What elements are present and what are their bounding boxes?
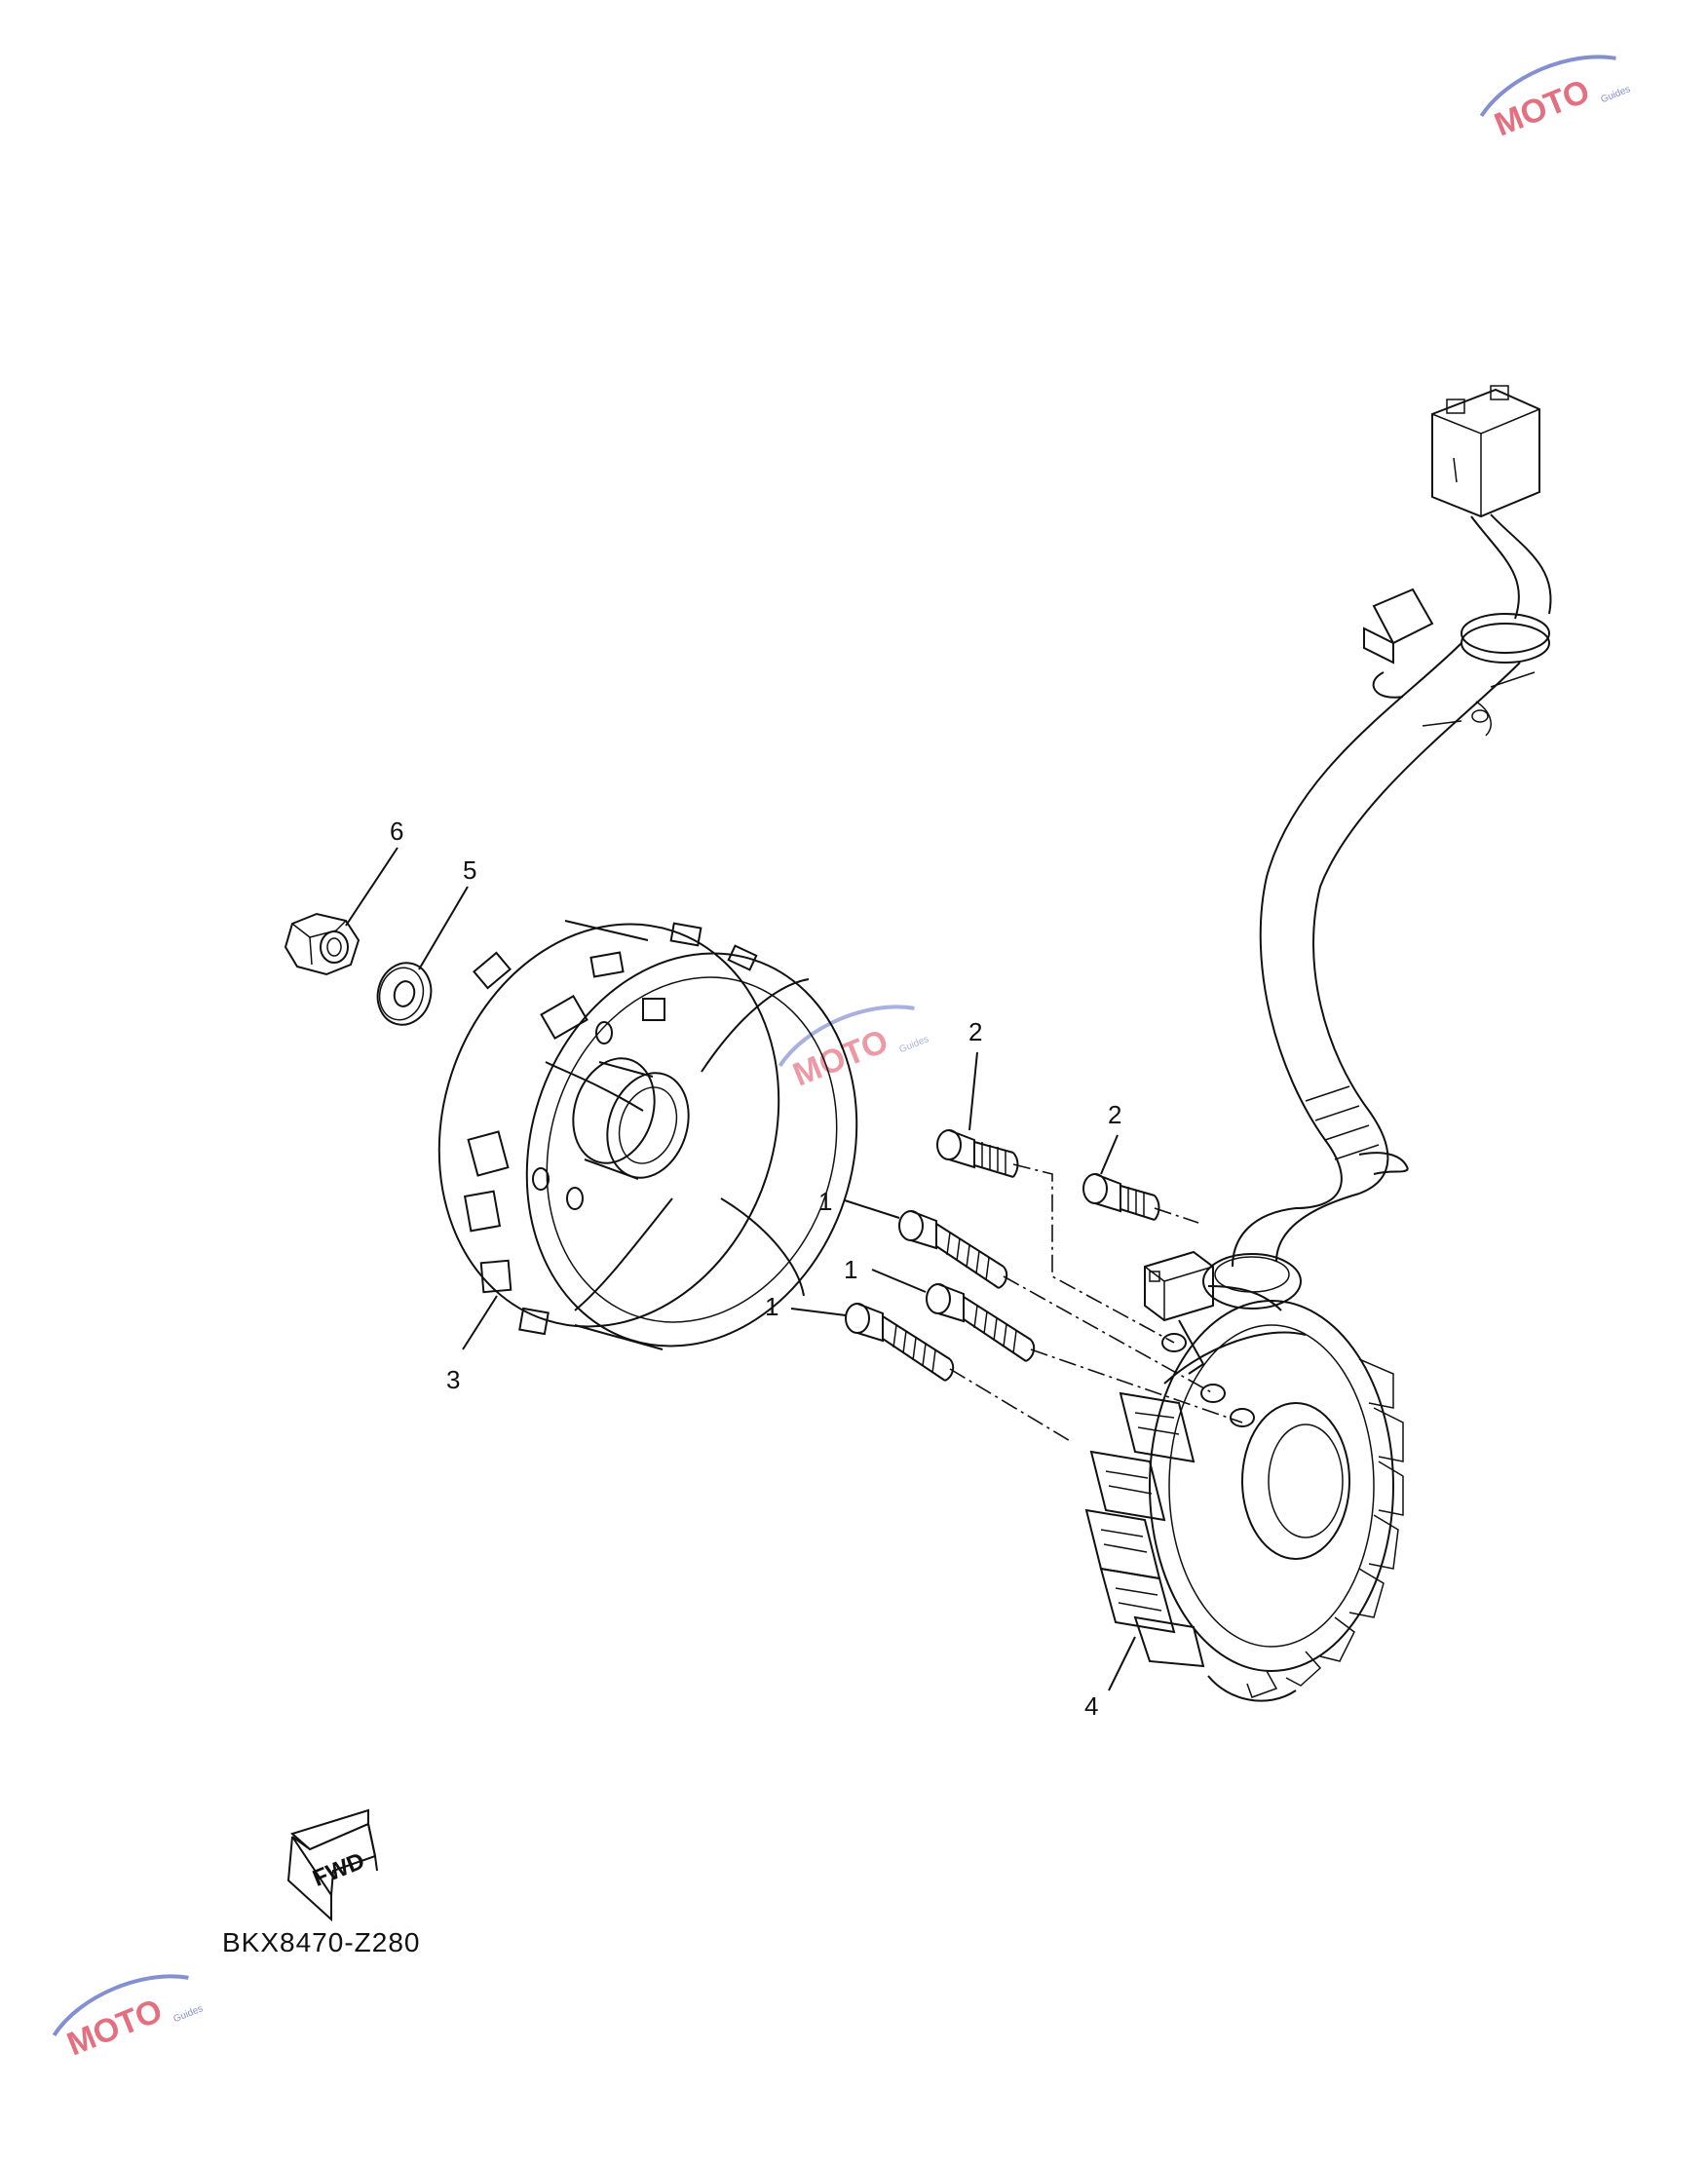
washer: [376, 962, 433, 1026]
watermark-sub: Guides: [172, 2003, 206, 2025]
fwd-arrow: FWD: [286, 1808, 378, 1922]
callout-washer: 5: [463, 855, 476, 885]
flange-nut: [284, 912, 361, 976]
part-code: BKX8470-Z280: [222, 1927, 420, 1957]
harness-connector: [1431, 385, 1540, 518]
rotor-flywheel: [437, 920, 858, 1350]
callout-bolt-bottom: 1: [765, 1292, 778, 1321]
watermark-brand: MOTO: [788, 1022, 893, 1093]
fwd-label: FWD: [309, 1847, 368, 1892]
bolt-top: [898, 1210, 1008, 1289]
callout-screw-upper: 2: [968, 1017, 982, 1046]
watermark-logo-bottom: MOTO Guides: [52, 1974, 206, 2064]
wire-harness: [1202, 385, 1552, 1310]
callout-stator: 4: [1084, 1691, 1098, 1721]
screw-upper: [936, 1129, 1019, 1178]
bolt-middle: [926, 1283, 1036, 1362]
watermark-sub: Guides: [1600, 84, 1633, 105]
alignment-lines: [949, 1163, 1243, 1443]
callout-nut: 6: [390, 816, 403, 846]
watermark-logo-top: MOTO Guides: [1479, 55, 1633, 144]
harness-clip: [1363, 588, 1434, 699]
stator-connector: [1144, 1250, 1214, 1375]
bolt-bottom: [845, 1303, 955, 1382]
callout-rotor: 3: [446, 1365, 460, 1394]
watermark-logo-middle: MOTO Guides: [778, 1005, 931, 1094]
watermark-sub: Guides: [898, 1034, 931, 1055]
watermark-brand: MOTO: [1490, 72, 1595, 143]
screw-lower: [1082, 1173, 1160, 1221]
callout-bolt-top: 1: [818, 1187, 832, 1216]
watermark-brand: MOTO: [62, 1992, 168, 2063]
callout-leaders: [345, 847, 1136, 1691]
callout-screw-lower: 2: [1108, 1100, 1121, 1129]
rotor-hub: [572, 1057, 690, 1180]
callout-bolt-middle: 1: [844, 1255, 857, 1284]
stator-assembly: [1084, 1250, 1404, 1702]
